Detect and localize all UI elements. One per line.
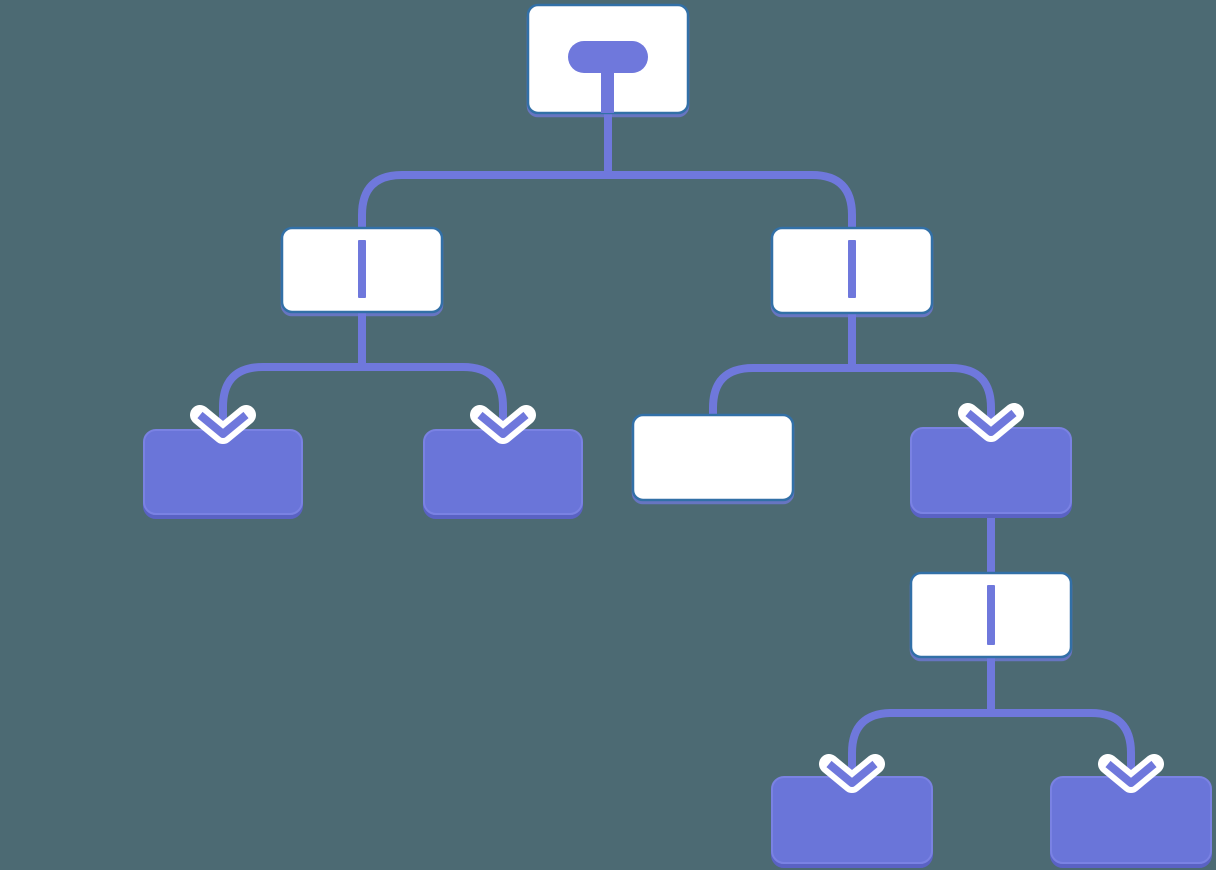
chevron-arrow	[477, 411, 529, 438]
vertical-divider-icon	[358, 240, 366, 298]
connector-level1-branch	[358, 171, 856, 230]
connector-right-subtree	[709, 310, 995, 432]
node-layer	[143, 3, 1212, 864]
node-decision-right[interactable]	[770, 226, 934, 315]
vertical-divider-icon	[848, 240, 856, 298]
chevron-arrow	[1105, 760, 1157, 787]
node-decision-bottom[interactable]	[909, 571, 1073, 659]
chevron-arrow	[826, 760, 878, 787]
double-chevron-down-icon	[190, 405, 256, 444]
pill-node-icon	[568, 41, 648, 73]
connector-bottom-subtree	[848, 655, 1135, 783]
node-card-plain[interactable]	[631, 413, 795, 502]
vertical-divider-icon	[987, 585, 995, 645]
double-chevron-down-icon	[470, 405, 536, 444]
double-chevron-down-icon	[819, 754, 885, 793]
node-decision-left[interactable]	[280, 226, 444, 314]
connector-left-subtree	[219, 309, 507, 434]
double-chevron-down-icon	[1098, 754, 1164, 793]
double-chevron-down-icon	[958, 403, 1024, 442]
node-root[interactable]	[526, 3, 690, 115]
chevron-arrow	[197, 411, 249, 438]
connector-layer	[219, 111, 1135, 783]
chevron-arrow	[965, 409, 1017, 436]
pill-stem	[601, 69, 614, 113]
arrowhead-layer	[190, 403, 1164, 793]
